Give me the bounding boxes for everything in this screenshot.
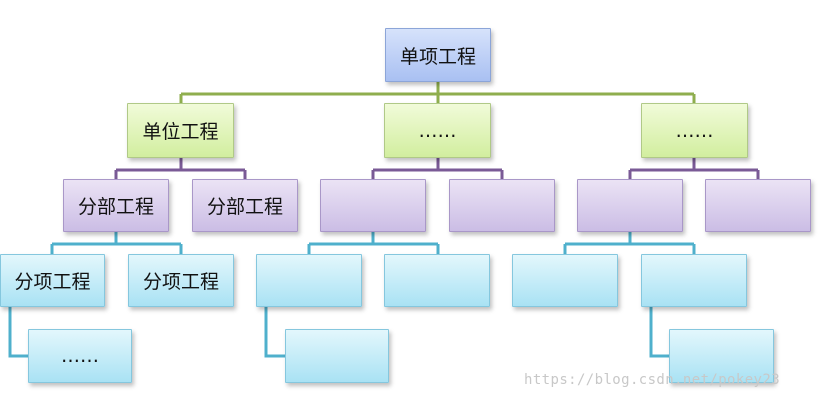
node-level3-f — [641, 254, 747, 307]
connector-l2c-to-l3 — [307, 232, 440, 254]
node-level2-b: 分部工程 — [192, 179, 298, 232]
node-level2-f — [705, 179, 811, 232]
node-level3-d — [384, 254, 490, 307]
node-level4-c — [669, 329, 774, 383]
node-level3-e — [512, 254, 618, 307]
node-level3-c — [256, 254, 362, 307]
node-level4-a: …… — [28, 329, 132, 383]
node-level2-a: 分部工程 — [63, 179, 169, 232]
connector-l2a-to-l3 — [50, 232, 183, 254]
connector-l3a-to-l4 — [8, 307, 28, 358]
connector-l1b-to-l2 — [371, 158, 504, 179]
node-root: 单项工程 — [385, 28, 491, 82]
watermark-text: https://blog.csdn.net/pokey23 — [524, 372, 781, 388]
connector-l3c-to-l4 — [264, 307, 285, 358]
connector-root-to-level1 — [179, 82, 696, 103]
node-level1-b: …… — [384, 103, 491, 158]
connector-l3f-to-l4 — [649, 307, 669, 358]
node-level1-c: …… — [641, 103, 748, 158]
node-level1-a: 单位工程 — [127, 103, 234, 158]
node-level2-e — [577, 179, 683, 232]
connector-l1c-to-l2 — [628, 158, 760, 179]
connector-l1a-to-l2 — [114, 158, 247, 179]
node-level4-b — [285, 329, 389, 383]
node-level3-a: 分项工程 — [0, 254, 105, 307]
connector-l2e-to-l3 — [563, 232, 696, 254]
node-level3-b: 分项工程 — [128, 254, 234, 307]
node-level2-c — [320, 179, 426, 232]
node-level2-d — [449, 179, 555, 232]
